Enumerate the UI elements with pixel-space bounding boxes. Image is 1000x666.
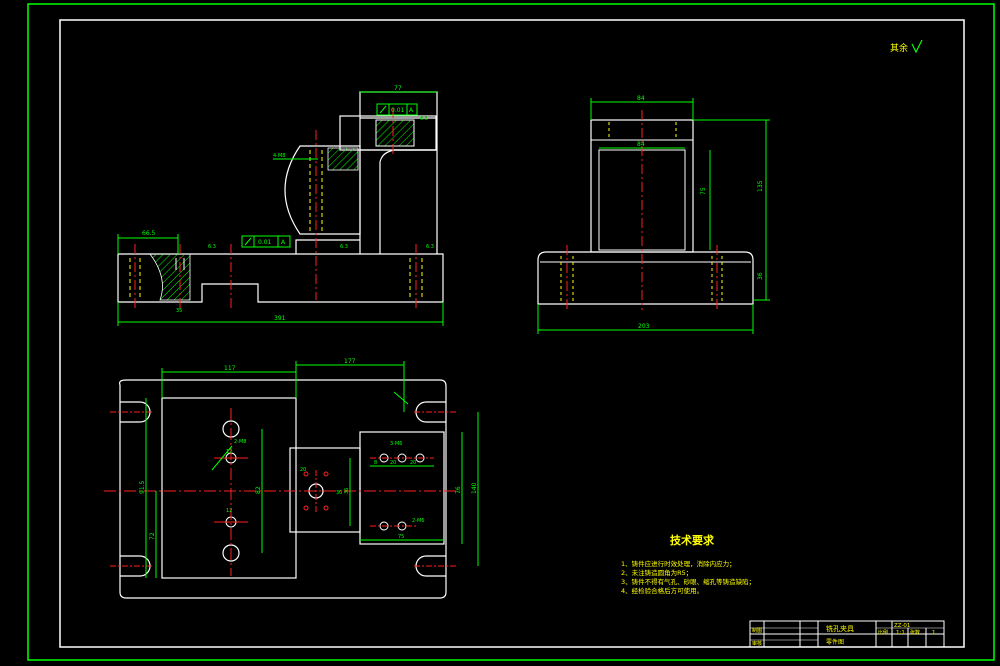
outer-border xyxy=(27,3,995,661)
hole-12 xyxy=(323,471,329,477)
front-clamp-head xyxy=(339,115,437,151)
top-callout-a-leader xyxy=(211,445,233,471)
top-dim-boss: 20 xyxy=(300,467,306,473)
top-callout-a: 2-M8 xyxy=(234,439,246,445)
hole-13 xyxy=(303,505,309,511)
tb-part-name: 铣孔夹具 xyxy=(826,624,854,633)
top-dim-b: 177 xyxy=(344,358,356,365)
side-dim-inner: 84 xyxy=(637,141,645,148)
tech-req-item-2: 2、未注铸造圆角为R5； xyxy=(621,568,692,577)
section-mark: 35 xyxy=(176,308,182,314)
top-dim-a: 117 xyxy=(224,365,236,372)
tech-req-title: 技术要求 xyxy=(670,533,715,547)
tb-row-label-1: 制图 xyxy=(752,627,762,634)
front-dim-left: 66.5 xyxy=(142,230,156,237)
tech-req-item-4: 4、经检验合格后方可使用。 xyxy=(621,586,703,595)
side-dim-right-h1: 75 xyxy=(700,187,707,195)
tech-requirements: 技术要求 1、铸件应进行时效处理，消除内应力； 2、未注铸造圆角为R5； 3、铸… xyxy=(621,533,755,595)
top-plate xyxy=(161,397,297,579)
top-dim-small-h2: 12 xyxy=(226,508,232,514)
tol-mid-datum: A xyxy=(281,239,286,246)
side-dim-bottom: 203 xyxy=(638,323,650,330)
front-view: 77 66.5 391 0.01 A 0.01 A 4-M8 6.3 6.3 xyxy=(117,85,444,326)
roughness-mark-3: 6.3 xyxy=(420,116,428,122)
top-dim-right-c: 76 xyxy=(455,486,462,494)
hole-14 xyxy=(323,505,329,511)
tolerance-frame-mid: 0.01 A xyxy=(241,235,291,248)
front-base-outline xyxy=(117,253,444,303)
tb-sheet: 1 xyxy=(932,630,936,636)
side-dim-base-h: 36 xyxy=(757,272,764,280)
roughness-mark-1: 6.3 xyxy=(208,244,216,250)
tol-top-value: 0.01 xyxy=(391,107,405,114)
top-dim-mid-v: 82 xyxy=(255,486,262,494)
thread-callout: 4-M8 xyxy=(273,153,285,159)
tb-row-label-2: 审核 xyxy=(752,640,762,647)
top-dim-boss-w: 30 xyxy=(336,490,342,496)
side-dim-top: 84 xyxy=(637,95,645,102)
front-dim-bottom: 391 xyxy=(274,315,286,322)
check-icon xyxy=(911,39,923,54)
front-arm-outline xyxy=(295,149,437,254)
tech-req-item-3: 3、铸件不得有气孔、砂眼、缩孔等铸造缺陷； xyxy=(621,577,755,586)
tolerance-frame-top: 0.01 A xyxy=(376,103,418,116)
roughness-mark-2: 6.3 xyxy=(426,244,434,250)
tech-req-item-1: 1、铸件应进行时效处理，消除内应力； xyxy=(621,559,736,568)
front-dim-top: 77 xyxy=(394,85,402,92)
tb-sheet-label: 张数 xyxy=(910,629,920,636)
top-dim-right-b: 140 xyxy=(471,482,478,494)
side-dim-right-h2: 135 xyxy=(757,180,764,192)
tol-mid-value: 0.01 xyxy=(258,239,272,246)
top-callout-b: 3-M6 xyxy=(390,441,402,447)
top-dim-left: 91.5 xyxy=(139,480,146,494)
front-clamp-hatch xyxy=(375,119,415,147)
tb-subtitle: 零件图 xyxy=(826,638,844,646)
title-block: 制图 审核 铣孔夹具 零件图 ZZ-01 比例 1:1 张数 1 xyxy=(749,620,945,648)
top-column-block xyxy=(359,431,445,545)
top-dim-bottom-box: 75 xyxy=(398,534,404,540)
tb-drawing-no: ZZ-01 xyxy=(894,623,910,629)
roughness-note-text: 其余 xyxy=(890,42,908,54)
top-callout-leader-2 xyxy=(393,391,409,405)
inner-frame xyxy=(59,19,965,648)
top-dim-small-h1: 12 xyxy=(226,449,232,455)
top-arm-block xyxy=(289,447,361,533)
top-dim-row-3: 20 xyxy=(410,460,416,466)
front-bore-hatch xyxy=(327,147,359,171)
top-dim-row-1: 8 xyxy=(374,460,377,466)
tb-scale-label: 比例 xyxy=(878,629,888,636)
roughness-mark-4: 6.3 xyxy=(340,244,348,250)
top-base-outline xyxy=(119,379,447,599)
top-dim-left-small: 72 xyxy=(149,532,156,540)
hole-11 xyxy=(303,471,309,477)
roughness-note: 其余 xyxy=(890,39,923,54)
side-view: 84 84 75 135 36 203 xyxy=(537,95,770,334)
top-dim-row-2: 20 xyxy=(390,460,396,466)
top-view: 117 177 91.5 72 82 12 12 20 30 36 140 76… xyxy=(104,358,479,599)
tb-scale: 1:1 xyxy=(896,630,905,636)
side-base-outline xyxy=(537,251,754,305)
top-dim-right-a: 36 xyxy=(344,488,350,494)
top-callout-c: 2-M6 xyxy=(412,518,424,524)
tol-top-datum: A xyxy=(409,107,414,114)
